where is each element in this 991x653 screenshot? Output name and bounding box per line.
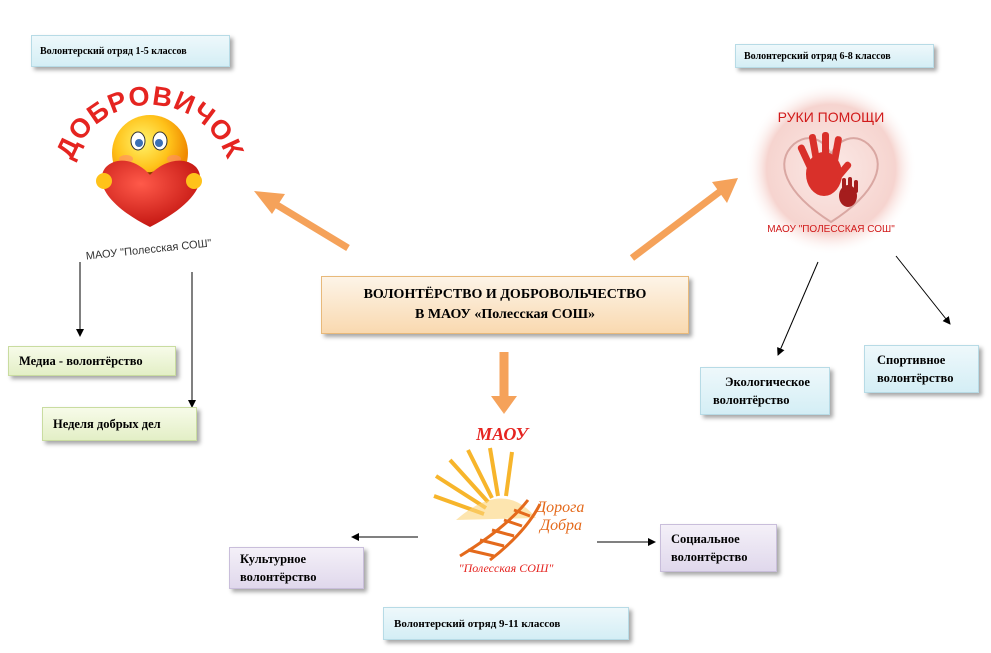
center-title-box: ВОЛОНТЁРСТВО И ДОБРОВОЛЬЧЕСТВО В МАОУ «П… — [321, 276, 689, 334]
ruki-caption: МАОУ "ПОЛЕССКАЯ СОШ" — [767, 224, 895, 235]
eco-volunteering-box: Экологическое волонтёрство — [700, 367, 830, 415]
media-volunteering-box: Медиа - волонтёрство — [8, 346, 176, 376]
sport-line1: Спортивное — [877, 353, 946, 367]
arrow-to-eco — [777, 261, 819, 356]
doroga-text2: Добра — [538, 517, 582, 534]
culture-volunteering-box: Культурное волонтёрство — [229, 547, 364, 589]
doroga-text1: Дорога — [534, 499, 584, 516]
middle-group-label: Волонтерский отряд 6-8 классов — [735, 44, 934, 68]
ruki-title: РУКИ ПОМОЩИ — [778, 109, 885, 125]
ruki-pomoshchi-logo: РУКИ ПОМОЩИ МАОУ "ПОЛЕССКАЯ СОШ" — [745, 83, 917, 255]
arrow-to-sport — [895, 255, 951, 325]
doroga-caption: "Полесская СОШ" — [459, 561, 555, 575]
good-deeds-week-box: Неделя добрых дел — [42, 407, 197, 441]
orange-arrow-down — [491, 352, 517, 414]
eco-line1: Экологическое — [725, 375, 810, 389]
eco-line2: волонтёрство — [713, 393, 790, 407]
small-hand-icon — [839, 177, 858, 207]
orange-arrow-right — [629, 178, 738, 261]
orange-arrow-left — [254, 191, 350, 251]
culture-line1: Культурное — [240, 552, 307, 566]
social-line2: волонтёрство — [671, 550, 748, 564]
social-volunteering-box: Социальное волонтёрство — [660, 524, 777, 572]
social-line1: Социальное — [671, 532, 740, 546]
sport-volunteering-box: Спортивное волонтёрство — [864, 345, 979, 393]
doroga-dobra-logo: МАОУ Дорога Добра "Полесская СОШ" — [418, 410, 598, 590]
culture-line2: волонтёрство — [240, 570, 317, 584]
center-title-line1: ВОЛОНТЁРСТВО И ДОБРОВОЛЬЧЕСТВО — [363, 287, 647, 302]
center-title-line2: В МАОУ «Полесская СОШ» — [414, 307, 596, 322]
hand-icon — [797, 132, 852, 196]
road-icon — [459, 499, 542, 562]
junior-group-label: Волонтерский отряд 1-5 классов — [31, 35, 230, 67]
dobrovichok-logo: ДОБРОВИЧОК МАОУ "Полесская СОШ" — [50, 77, 249, 269]
sport-line2: волонтёрство — [877, 371, 954, 385]
senior-group-label: Волонтерский отряд 9-11 классов — [383, 607, 629, 640]
sun-icon — [433, 447, 514, 516]
doroga-title: МАОУ — [475, 424, 530, 444]
